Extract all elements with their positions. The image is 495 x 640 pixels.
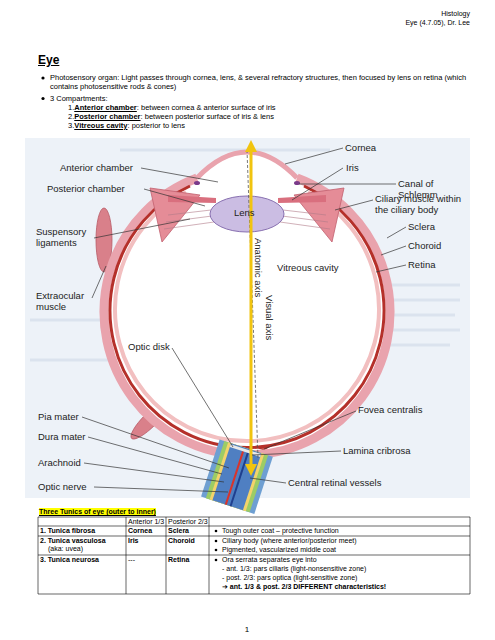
term: Anterior chamber <box>74 103 137 112</box>
choroid <box>110 186 384 448</box>
table-cell: --- <box>128 556 166 564</box>
table-cell: Posterior 2/3 <box>168 518 210 526</box>
page-number: 1 <box>227 625 267 635</box>
definition: : between cornea & anterior surface of i… <box>137 103 276 112</box>
table-cell: - post. 2/3: pars optica (light-sensitiv… <box>222 574 468 582</box>
part-label: Choroid <box>408 240 458 251</box>
table-cell: Pigmented, vascularized middle coat <box>222 546 468 554</box>
table-cell: Anterior 1/3 <box>128 518 168 526</box>
bullet <box>41 76 44 79</box>
list-line: 3.Vitreous cavity: posterior to lens <box>68 121 185 130</box>
list-number: 1. <box>68 103 74 112</box>
part-label: Lens <box>234 207 264 218</box>
part-label: Vitreous cavity <box>277 262 367 273</box>
visual-axis-line <box>250 148 253 468</box>
bullet-text: Photosensory organ: Light passes through… <box>50 73 468 91</box>
table-cell: ➔ ant. 1/3 & post. 2/3 DIFFERENT charact… <box>222 583 468 591</box>
table-heading: Three Tunics of eye (outer to inner) <box>39 508 156 516</box>
part-label: Sclera <box>408 221 458 232</box>
optic-nerve-drawing <box>201 440 273 514</box>
bullet-text: 3 Compartments: <box>50 94 350 103</box>
part-label: Fovea centralis <box>358 404 448 415</box>
part-label: Central retinal vessels <box>288 477 408 488</box>
table-cell: Choroid <box>168 537 208 545</box>
table-cell: 2. Tunica vasculosa <box>40 537 126 545</box>
arrow-head <box>245 464 257 476</box>
table-cell: - ant. 1/3: pars ciliaris (light-nonsens… <box>222 565 468 573</box>
table-cell: 1. Tunica fibrosa <box>40 527 126 535</box>
part-label: Posterior chamber <box>47 183 147 194</box>
term: Posterior chamber <box>74 112 140 121</box>
term: Vitreous cavity <box>74 121 127 130</box>
table-cell: Cornea <box>128 527 166 535</box>
table-cell: Retina <box>168 556 208 564</box>
part-label: Optic nerve <box>38 481 108 492</box>
part-label: Retina <box>408 259 458 270</box>
table-cell: Tough outer coat – protective function <box>222 527 468 535</box>
table-cell: Iris <box>128 537 166 545</box>
list-number: 3. <box>68 121 74 130</box>
table-cell: Ciliary body (where anterior/posterior m… <box>222 537 468 545</box>
list-line: 1.Anterior chamber: between cornea & ant… <box>68 103 276 112</box>
part-label: Ciliary muscle within the ciliary body <box>375 193 471 216</box>
part-label: Suspensory ligaments <box>36 226 98 249</box>
table-cell: 3. Tunica neurosa <box>40 556 126 564</box>
globe-fill <box>104 153 390 455</box>
table-cell: (aka: uvea) <box>48 545 126 553</box>
part-label: Cornea <box>345 142 395 153</box>
iris <box>278 195 326 203</box>
retina <box>115 192 379 441</box>
header-text: Eye (4.7.05), Dr. Lee <box>330 19 470 27</box>
leader-lines <box>82 148 406 492</box>
axis-label: Anatomic axis <box>253 238 264 297</box>
part-label: Iris <box>346 162 386 173</box>
arrow-head <box>245 140 257 152</box>
part-label: Pia mater <box>38 411 98 422</box>
table-cell: Ora serrata separates eye into <box>222 556 468 564</box>
table-bullets <box>215 530 218 562</box>
part-label: Extraocular muscle <box>36 290 98 313</box>
part-label: Lamina cribrosa <box>343 445 433 456</box>
list-number: 2. <box>68 112 74 121</box>
part-label: Arachnoid <box>38 457 98 468</box>
table-cell: Sclera <box>168 527 208 535</box>
list-line: 2.Posterior chamber: between posterior s… <box>68 112 274 121</box>
part-label: Anterior chamber <box>60 162 150 173</box>
figure-background <box>25 138 470 498</box>
sclera <box>104 178 390 455</box>
header-text: Histology <box>370 10 470 18</box>
lens <box>210 196 284 232</box>
canal-of-schlemm <box>294 181 300 185</box>
table-grid <box>38 517 470 594</box>
axis-label: Visual axis <box>264 295 275 340</box>
page-title: Eye <box>38 53 59 67</box>
canal-of-schlemm <box>194 181 200 185</box>
definition: : posterior to lens <box>128 121 186 130</box>
bullet <box>41 97 44 100</box>
part-label: Optic disk <box>128 341 188 352</box>
part-label: Dura mater <box>38 431 98 442</box>
definition: : between posterior surface of iris & le… <box>141 112 274 121</box>
iris <box>168 195 216 203</box>
